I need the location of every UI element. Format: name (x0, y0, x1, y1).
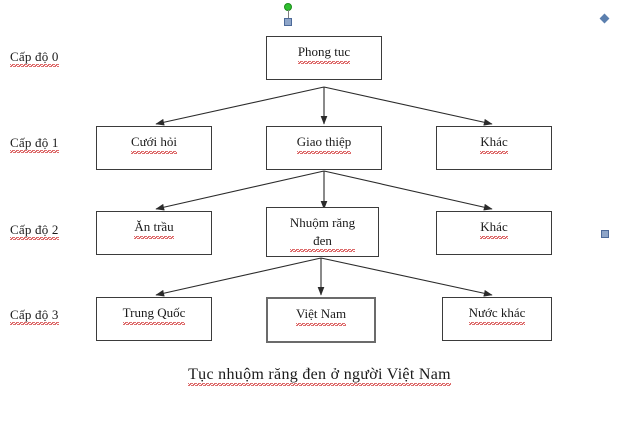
level-label-2: Cấp độ 2 (10, 222, 59, 240)
node-label: Cưới hỏi (130, 133, 178, 154)
level-label-3: Cấp độ 3 (10, 307, 59, 325)
node-cuoi-hoi[interactable]: Cưới hỏi (96, 126, 212, 170)
node-label: Khác (480, 218, 508, 239)
node-trung-quoc[interactable]: Trung Quốc (96, 297, 212, 341)
edge-root-to-cuoi-hoi (155, 86, 325, 126)
node-label: Nhuộm răng đen (289, 214, 356, 253)
edge-root-to-khac-l1 (323, 86, 493, 126)
node-nuoc-khac[interactable]: Nước khác (442, 297, 552, 341)
node-viet-nam[interactable]: Việt Nam (266, 297, 376, 343)
anchor-marker-icon[interactable] (599, 13, 610, 24)
node-khac-level-1[interactable]: Khác (436, 126, 552, 170)
node-label: Trung Quốc (122, 304, 186, 325)
rotate-handle-stem (288, 10, 289, 19)
edge-nhuom-to-trung-quoc (155, 257, 322, 297)
edge-nhuom-to-nuoc-khac (320, 257, 493, 297)
level-label-1: Cấp độ 1 (10, 135, 59, 153)
level-label-0: Cấp độ 0 (10, 49, 59, 67)
edge-giao-thiep-to-khac-l2 (323, 170, 493, 211)
node-label: Khác (480, 133, 508, 154)
top-resize-handle[interactable] (284, 18, 292, 26)
node-nhuom-rang-den[interactable]: Nhuộm răng đen (266, 207, 379, 257)
node-label: Giao thiệp (296, 133, 352, 154)
node-label: Nước khác (468, 304, 526, 325)
node-phong-tuc[interactable]: Phong tuc (266, 36, 382, 80)
node-khac-level-2[interactable]: Khác (436, 211, 552, 255)
node-label: Phong tuc (297, 43, 351, 64)
edge-giao-thiep-to-an-trau (155, 170, 325, 211)
node-giao-thiep[interactable]: Giao thiệp (266, 126, 382, 170)
node-label: Việt Nam (295, 305, 347, 326)
diagram-caption: Tục nhuộm răng đen ở người Việt Nam (0, 366, 639, 386)
node-an-trau[interactable]: Ăn trầu (96, 211, 212, 255)
right-resize-handle[interactable] (601, 230, 609, 238)
node-label: Ăn trầu (134, 218, 174, 239)
